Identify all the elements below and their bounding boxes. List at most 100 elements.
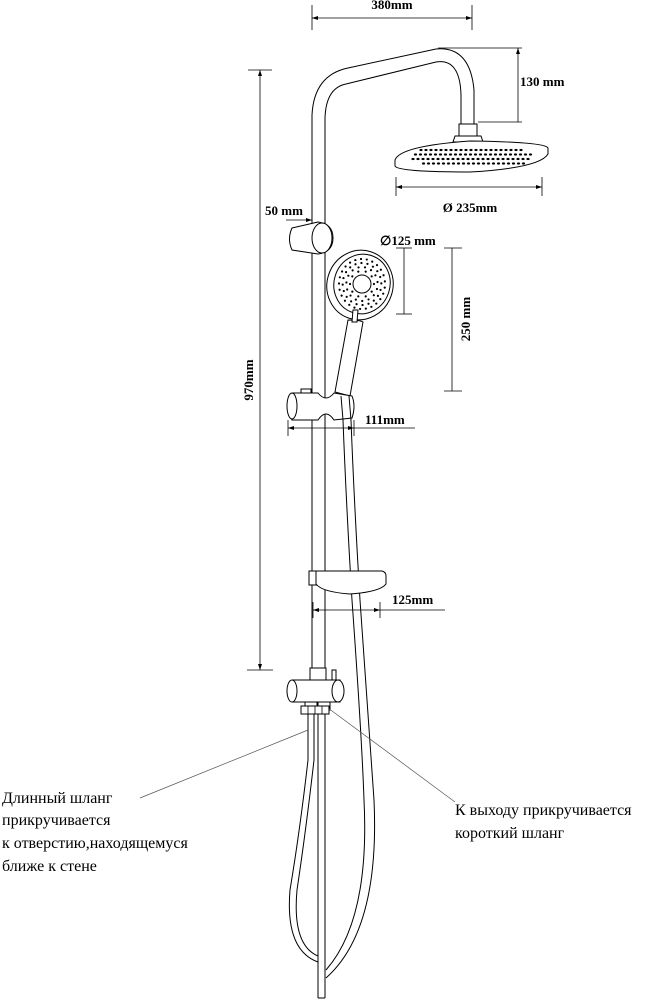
spray-hole	[379, 275, 382, 279]
spray-hole	[509, 148, 513, 152]
spray-hole	[466, 157, 470, 161]
spray-hole	[354, 263, 357, 266]
spray-hole	[499, 148, 503, 152]
spray-hole	[434, 148, 438, 152]
spray-hole	[488, 153, 493, 156]
spray-hole	[351, 269, 354, 272]
spray-hole	[521, 157, 525, 161]
leader-line-right	[327, 707, 456, 803]
spray-hole	[416, 157, 420, 161]
dimension-arm-height: 130 mm	[438, 47, 565, 123]
spray-hole	[474, 148, 478, 152]
spray-hole	[526, 157, 530, 161]
spray-hole	[484, 148, 488, 152]
spray-hole	[370, 275, 373, 278]
spray-hole	[491, 157, 495, 161]
spray-hole	[419, 148, 423, 152]
wall-bracket-top	[289, 221, 334, 255]
spray-hole	[353, 306, 356, 309]
spray-hole	[340, 294, 343, 297]
spray-hole	[346, 288, 349, 291]
spray-hole	[463, 153, 468, 156]
spray-hole	[459, 148, 463, 152]
spray-hole	[357, 295, 360, 298]
spray-hole	[338, 276, 341, 279]
spray-hole	[453, 153, 458, 156]
spray-hole	[428, 153, 433, 156]
spray-hole	[426, 157, 430, 161]
diverter-valve	[286, 667, 345, 715]
spray-hole	[456, 162, 461, 165]
spray-hole	[518, 153, 523, 156]
spray-hole	[521, 162, 526, 165]
spray-hole	[443, 153, 448, 156]
spray-hole	[375, 263, 379, 267]
spray-hole	[383, 280, 386, 283]
dimension-bar-offset: 50 mm	[265, 203, 312, 222]
spray-hole	[489, 148, 493, 152]
svg-text:ближе к стене: ближе к стене	[2, 858, 97, 875]
spray-hole	[464, 148, 468, 152]
spray-hole	[341, 283, 344, 286]
spray-hole	[355, 303, 358, 306]
spray-hole	[418, 153, 423, 156]
spray-hole	[481, 162, 486, 165]
spray-hole	[375, 287, 379, 291]
spray-hole	[483, 153, 488, 156]
spray-hole	[361, 299, 364, 303]
spray-hole	[486, 162, 491, 165]
spray-hole	[461, 157, 465, 161]
spray-hole	[431, 157, 435, 161]
spray-hole	[358, 307, 362, 311]
spray-hole	[363, 266, 367, 269]
spray-hole	[364, 270, 367, 273]
spray-hole	[370, 290, 373, 293]
shower-arm	[311, 48, 475, 225]
label-hand-diameter: ∅125 mm	[380, 233, 436, 248]
spray-hole	[338, 288, 341, 291]
spray-hole	[479, 148, 483, 152]
spray-hole	[374, 274, 377, 277]
spray-hole	[376, 280, 379, 284]
spray-hole	[476, 157, 480, 161]
spray-hole	[382, 292, 385, 295]
spray-hole	[429, 148, 433, 152]
note-long-hose: Длинный шланг прикручивается к отверстию…	[2, 790, 188, 875]
spray-hole	[478, 153, 483, 156]
spray-hole	[421, 162, 426, 165]
spray-hole	[372, 299, 375, 302]
spray-hole	[376, 294, 380, 297]
hand-spray-holes	[337, 257, 386, 311]
spray-hole	[342, 289, 345, 293]
spray-hole	[451, 157, 455, 161]
spray-hole	[503, 153, 508, 156]
spray-hole	[516, 162, 521, 165]
spray-hole	[347, 274, 350, 277]
spray-hole	[423, 153, 428, 156]
dimension-soap-dish-depth: 125mm	[312, 592, 445, 618]
spray-hole	[380, 282, 383, 285]
spray-hole	[345, 281, 348, 284]
label-soap-dish-depth: 125mm	[392, 592, 433, 607]
spray-hole	[360, 261, 363, 265]
spray-hole	[511, 157, 515, 161]
spray-hole	[364, 307, 367, 310]
spray-hole	[345, 295, 348, 298]
leader-line-left	[139, 729, 309, 799]
spray-hole	[348, 303, 351, 306]
spray-hole	[438, 153, 443, 156]
spray-hole	[446, 157, 450, 161]
spray-hole	[379, 268, 382, 271]
spray-hole	[439, 148, 443, 152]
spray-hole	[367, 298, 370, 301]
spray-hole	[431, 162, 436, 165]
spray-hole	[340, 270, 344, 273]
spray-hole	[486, 157, 490, 161]
spray-hole	[449, 148, 453, 152]
spray-hole	[461, 162, 466, 165]
spray-hole	[349, 300, 353, 303]
spray-hole	[361, 303, 364, 307]
label-hand-length: 250 mm	[458, 297, 473, 342]
svg-text:К выходу прикручивается: К выходу прикручивается	[455, 802, 632, 819]
